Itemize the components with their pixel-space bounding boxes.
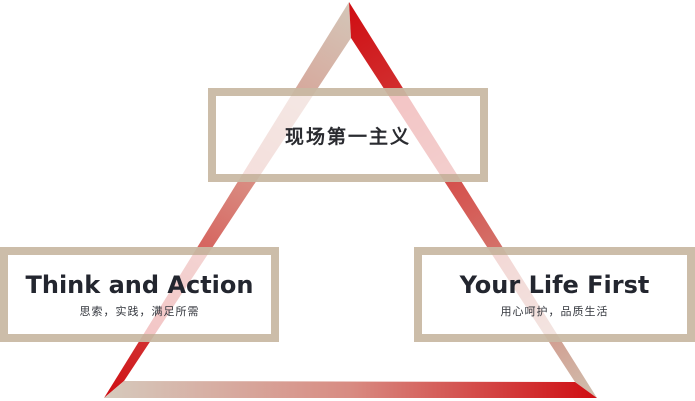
principle-subtitle-left: 思索，实践，满足所需 xyxy=(79,304,200,318)
principle-box-left: Think and Action 思索，实践，满足所需 xyxy=(0,247,279,342)
principle-title-right: Your Life First xyxy=(459,270,650,299)
principle-title-top: 现场第一主义 xyxy=(284,125,411,148)
triangle-bottom-edge xyxy=(104,381,597,398)
principle-box-right: Your Life First 用心呵护，品质生活 xyxy=(414,247,695,342)
principle-title-left: Think and Action xyxy=(25,270,254,299)
principle-box-top: 现场第一主义 xyxy=(208,88,488,182)
principle-subtitle-right: 用心呵护，品质生活 xyxy=(500,304,609,318)
